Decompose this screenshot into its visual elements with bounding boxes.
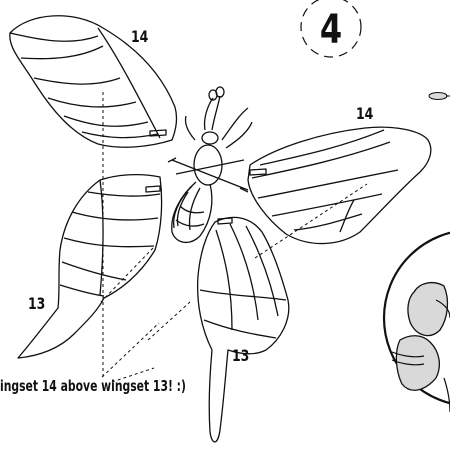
- connector-piece: [429, 93, 450, 100]
- wing-upper-right: [248, 127, 431, 243]
- wing-label-upper-left: 14: [131, 29, 148, 45]
- alignment-guides: [101, 92, 367, 382]
- wing-label-lower-left: 13: [28, 296, 45, 312]
- wing-lower-left: [18, 175, 162, 358]
- detail-callout-icon: [384, 230, 450, 412]
- wing-label-upper-right: 14: [356, 106, 373, 122]
- wing-label-lower-right: 13: [232, 348, 249, 364]
- step-number: 4: [317, 7, 346, 53]
- butterfly-body-icon: [168, 87, 252, 242]
- wing-upper-left: [10, 16, 177, 147]
- wing-lower-right: [198, 217, 289, 441]
- instruction-note: ingset 14 above wingset 13! :): [0, 377, 186, 395]
